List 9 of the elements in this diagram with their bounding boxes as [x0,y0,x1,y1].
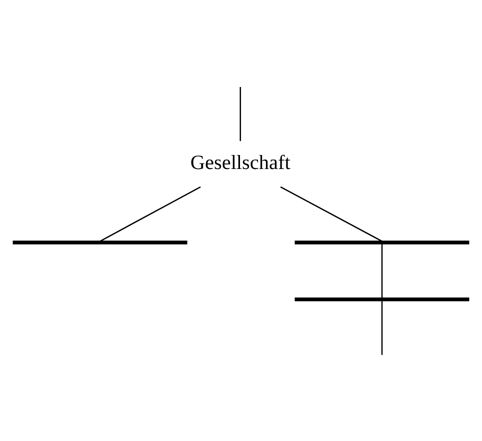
connector [280,186,382,242]
connector [240,86,241,141]
node-bar [294,240,470,244]
connector [381,300,383,354]
node-bar [12,240,188,244]
connector [381,243,383,298]
connector [100,186,201,242]
node-text: Gesellschaft [190,151,290,174]
node-bar [294,297,470,301]
